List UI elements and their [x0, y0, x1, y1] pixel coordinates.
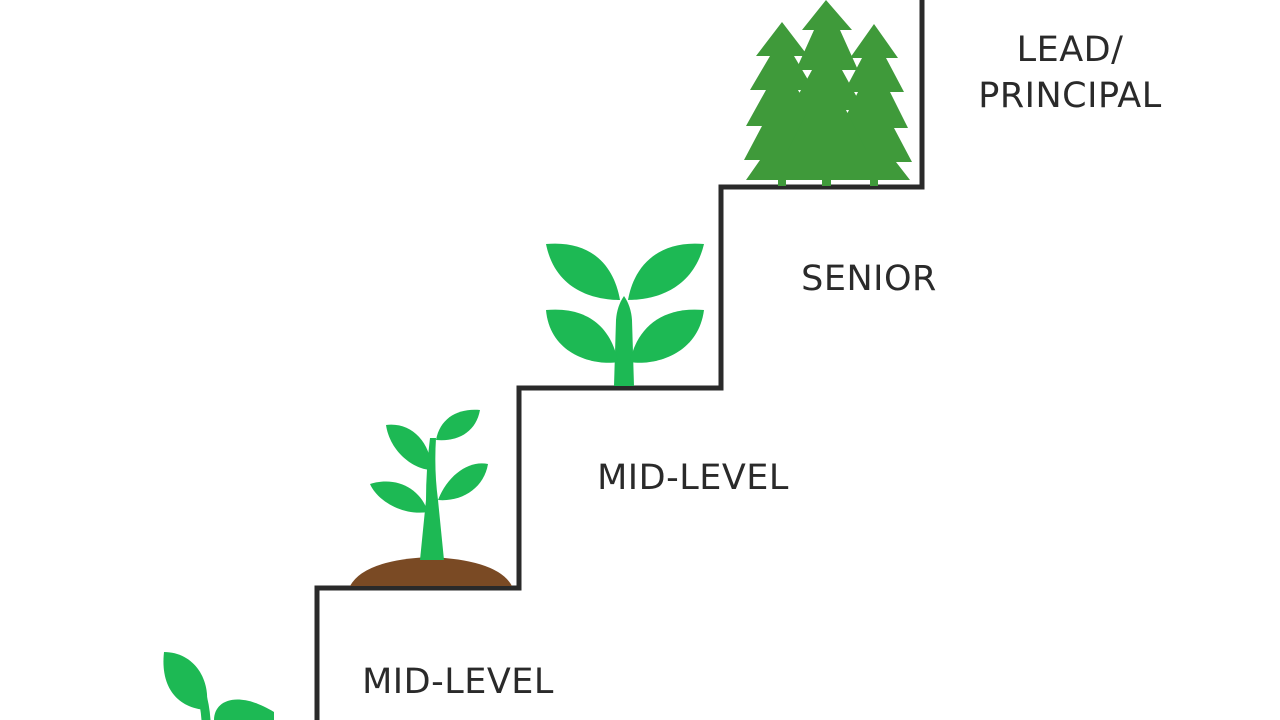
- level-label-lead-line-1: LEAD/: [1017, 30, 1124, 70]
- level-label-senior: SENIOR: [801, 259, 937, 299]
- young-plant-icon: [546, 243, 704, 386]
- level-label-lead-line-2: PRINCIPAL: [978, 76, 1162, 116]
- pine-trees-icon: [744, 0, 912, 186]
- sapling-in-soil-icon: [350, 409, 512, 586]
- level-label-mid-level-2: MID-LEVEL: [597, 458, 789, 498]
- level-label-mid-level-1: MID-LEVEL: [362, 662, 554, 702]
- two-leaf-sprout-icon: [163, 652, 274, 720]
- staircase-outline: [314, 0, 925, 720]
